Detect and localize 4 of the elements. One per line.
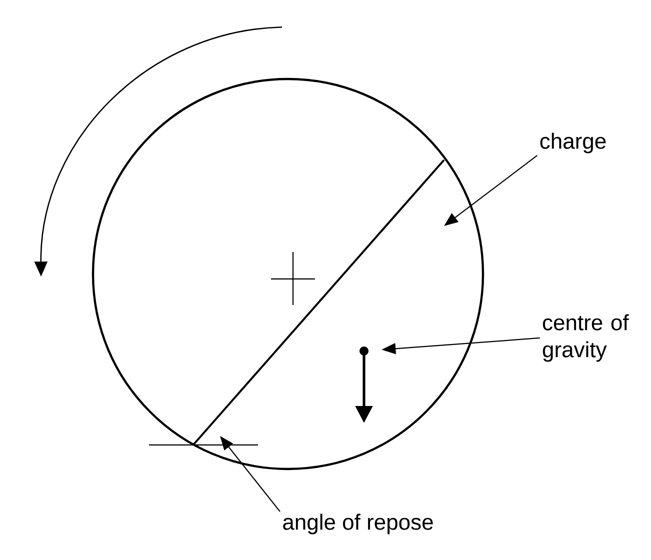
dot xyxy=(360,346,368,356)
callout-label: angle of repose xyxy=(283,514,433,534)
callout-label: centre of gravity xyxy=(542,314,629,362)
callout-label: charge xyxy=(540,132,606,154)
